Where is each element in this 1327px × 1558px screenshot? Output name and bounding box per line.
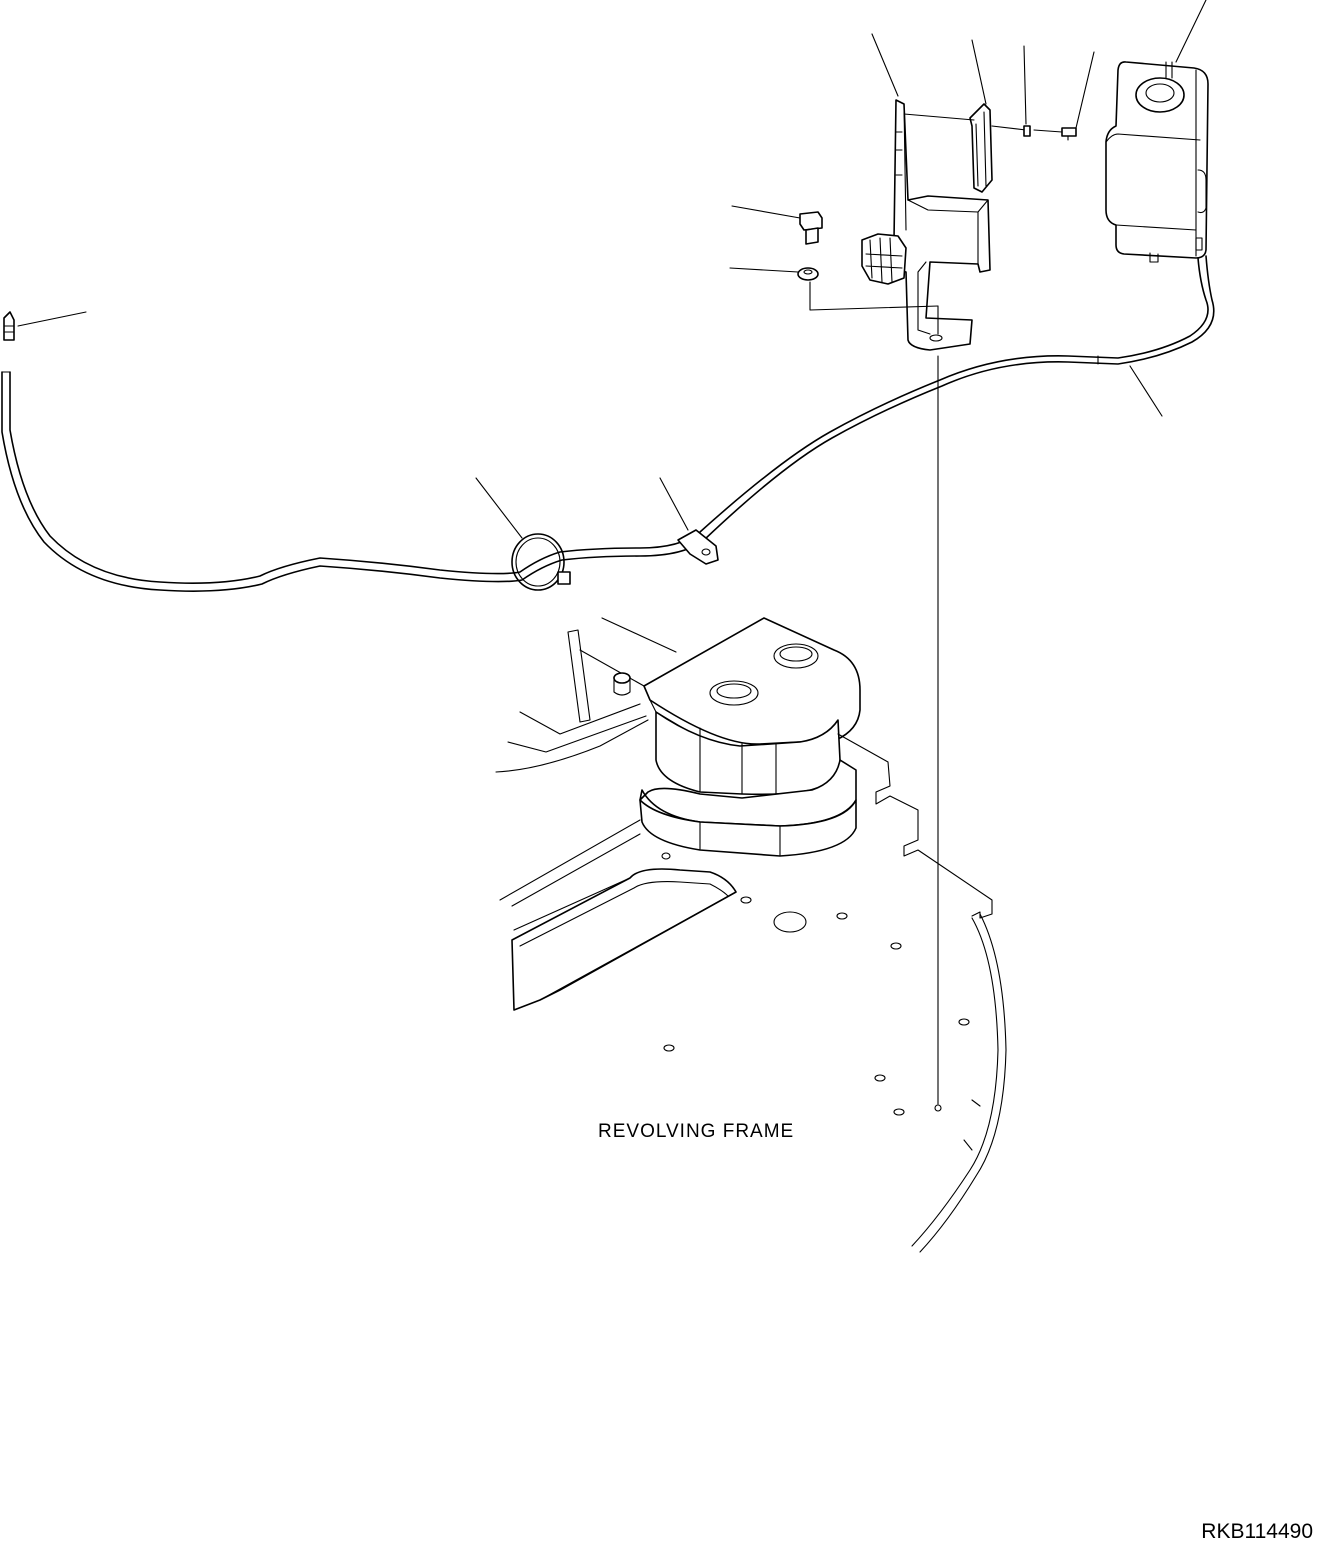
- nut-part: [797, 267, 819, 281]
- small-bracket: [969, 103, 993, 193]
- leader-lines: [17, 0, 1207, 539]
- bolt-part: [799, 211, 823, 245]
- assembly-lines: [809, 281, 942, 1112]
- drawing-number: RKB114490: [1201, 1520, 1313, 1543]
- nozzle-part: [3, 311, 15, 341]
- washer-tank: [1105, 61, 1209, 263]
- hose-band: [511, 533, 571, 591]
- washer-hose: [1, 255, 1215, 592]
- connector-block: [861, 233, 907, 285]
- mounting-bracket: [893, 99, 991, 351]
- hose-clip: [677, 529, 719, 565]
- revolving-frame-label: REVOLVING FRAME: [598, 1121, 795, 1142]
- washer-part: [1023, 125, 1077, 141]
- revolving-frame: [495, 617, 1007, 1253]
